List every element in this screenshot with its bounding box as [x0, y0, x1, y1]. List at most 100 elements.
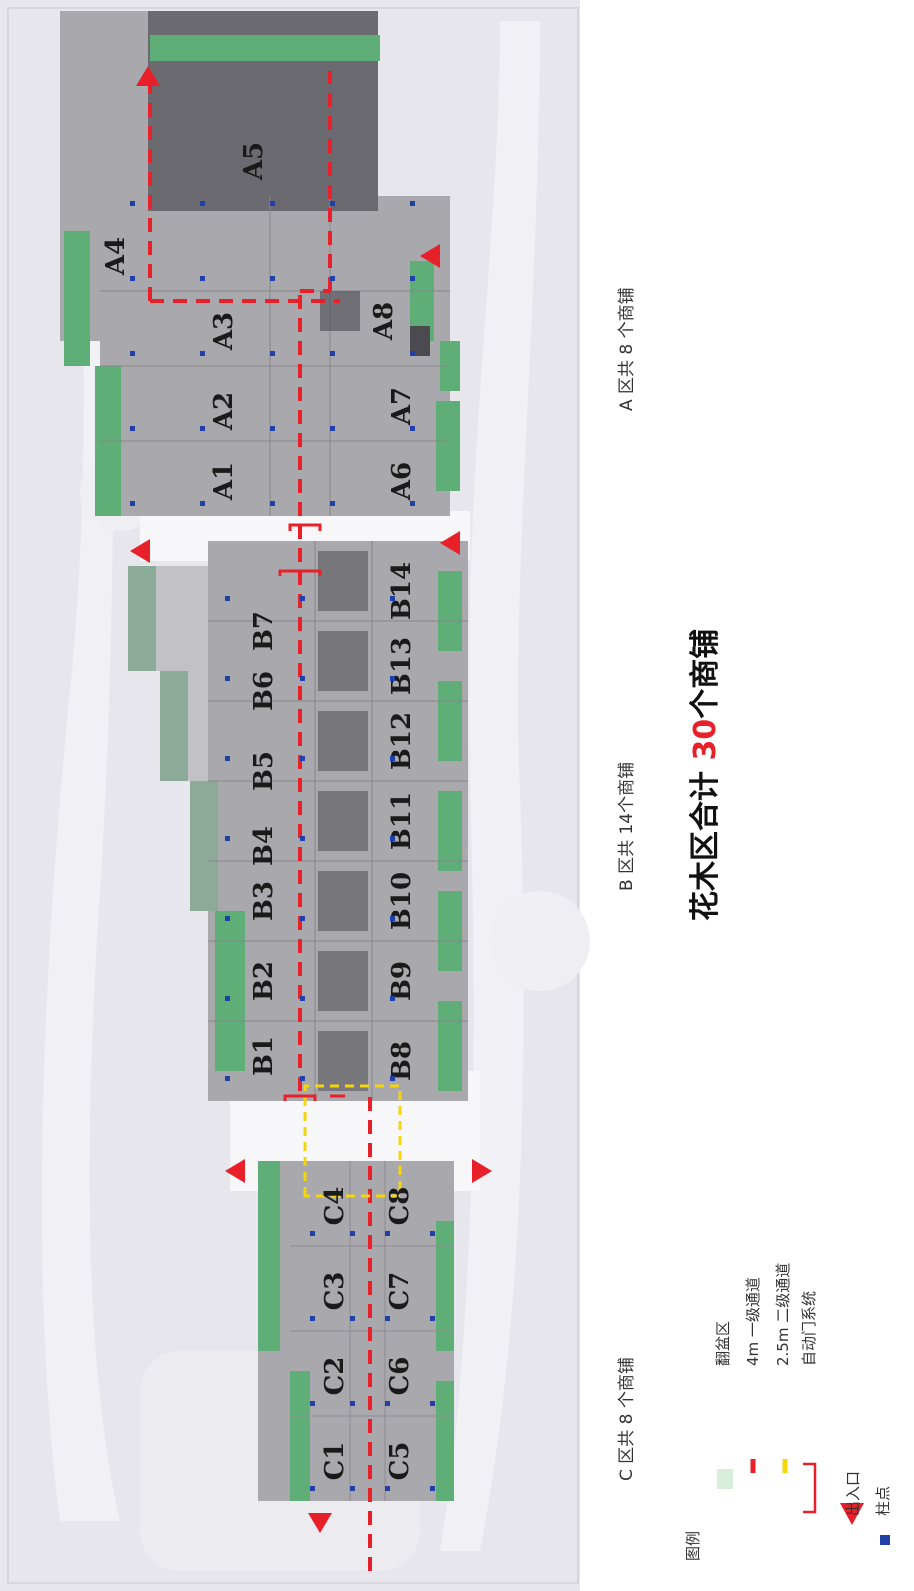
pillar-point [225, 836, 230, 841]
pillar-point [350, 1486, 355, 1491]
b-green-bottom-2 [438, 891, 462, 971]
pillar-point [385, 1316, 390, 1321]
shop-labels: C1 C2 C3 C4 C5 C6 C7 C8 B1 B2 B3 B4 B5 B… [101, 142, 417, 1481]
legend-label-entrance: 出入口 [844, 1470, 862, 1516]
pillar-point [270, 501, 275, 506]
pillar-point [200, 426, 205, 431]
entrance-a-end [136, 66, 160, 86]
pillar-point [300, 676, 305, 681]
legend-label-secondary-corridor: 2.5m 二级通道 [774, 1262, 792, 1366]
total-suffix: 个商铺 [688, 628, 723, 719]
c-green-bottom-1 [436, 1381, 454, 1501]
pillar-point [300, 756, 305, 761]
legend-red-triangle-symbol [840, 1503, 864, 1525]
pillar-point [130, 276, 135, 281]
pillar-point [385, 1486, 390, 1491]
pillar-point [390, 756, 395, 761]
pillar-point [430, 1231, 435, 1236]
pillar-point [410, 501, 415, 506]
auto-door-2 [278, 569, 322, 576]
pillar-point [310, 1231, 315, 1236]
pillar-point [200, 501, 205, 506]
pillar-point [225, 916, 230, 921]
a-green-top-2 [64, 231, 90, 366]
pillar-point [430, 1316, 435, 1321]
pillar-point [385, 1231, 390, 1236]
shop-label-b9: B9 [387, 961, 417, 1001]
shop-label-b5: B5 [249, 751, 279, 791]
entrance-bc-bottom [472, 1159, 492, 1183]
entrance-a-right [420, 244, 440, 268]
legend-title: 图例 [684, 1530, 702, 1561]
shop-label-a7: A7 [387, 387, 417, 426]
shop-label-b1: B1 [249, 1036, 279, 1076]
b-block-step-2 [160, 671, 210, 781]
a-green-right [150, 35, 380, 61]
b-green-bottom-3 [438, 791, 462, 871]
shop-label-a1: A1 [209, 462, 239, 501]
shop-label-b6: B6 [249, 671, 279, 711]
zone-b-building [128, 541, 468, 1101]
pillar-point [130, 351, 135, 356]
pillar-point [300, 836, 305, 841]
shop-label-b10: B10 [387, 872, 417, 930]
entrance-c-bottom [308, 1513, 332, 1533]
pillar-point [330, 351, 335, 356]
pillar-points [130, 201, 435, 1491]
pillar-point [410, 426, 415, 431]
shop-label-a6: A6 [387, 462, 417, 501]
pillar-point [390, 676, 395, 681]
zone-b-summary: B 区共 14个商铺 [617, 761, 637, 891]
plaza-circle [490, 891, 590, 991]
shop-label-b14: B14 [387, 562, 417, 620]
pillar-point [300, 596, 305, 601]
pillar-point [270, 426, 275, 431]
shop-label-b12: B12 [387, 712, 417, 770]
pillar-point [390, 996, 395, 1001]
primary-corridor-4m [148, 71, 372, 1571]
shop-label-a2: A2 [209, 392, 239, 431]
entrances [130, 66, 492, 1533]
legend-label-primary-corridor: 4m 一级通道 [744, 1277, 762, 1366]
pillar-point [330, 276, 335, 281]
total-shops-heading: 花木区合计 30个商铺 [680, 629, 724, 921]
shop-label-c3: C3 [320, 1272, 350, 1311]
shop-label-b13: B13 [387, 637, 417, 695]
pillar-point [350, 1231, 355, 1236]
c-green-top-2 [290, 1371, 310, 1501]
total-count: 30 [688, 718, 723, 761]
shop-label-c1: C1 [320, 1442, 350, 1481]
pillar-point [130, 426, 135, 431]
pillar-point [330, 501, 335, 506]
b-block-step-3 [128, 566, 208, 671]
zone-c-building [258, 1161, 454, 1501]
b-green-top-1 [215, 911, 245, 1071]
pillar-point [300, 1076, 305, 1081]
pillar-point [430, 1401, 435, 1406]
pillar-point [350, 1316, 355, 1321]
shop-label-b8: B8 [387, 1041, 417, 1081]
pillar-point [200, 351, 205, 356]
pillar-point [410, 351, 415, 356]
zone-c-summary: C 区共 8 个商铺 [617, 1357, 637, 1481]
pillar-point [270, 276, 275, 281]
legend-label-auto-door: 自动门系统 [800, 1290, 818, 1366]
pillar-point [410, 276, 415, 281]
pillar-point [310, 1316, 315, 1321]
shop-label-c5: C5 [385, 1442, 415, 1481]
shop-label-a5: A5 [239, 142, 269, 181]
pillar-point [270, 201, 275, 206]
auto-door-1 [283, 1094, 317, 1101]
shop-label-c7: C7 [385, 1272, 415, 1311]
secondary-corridor-2-5m [303, 1084, 402, 1198]
pillar-point [310, 1486, 315, 1491]
pillar-point [350, 1401, 355, 1406]
b-green-bottom-4 [438, 681, 462, 761]
entrance-ab-top [130, 539, 150, 563]
shop-label-c4: C4 [320, 1187, 350, 1226]
shop-label-c2: C2 [320, 1357, 350, 1396]
pillar-point [430, 1486, 435, 1491]
pillar-point [270, 351, 275, 356]
